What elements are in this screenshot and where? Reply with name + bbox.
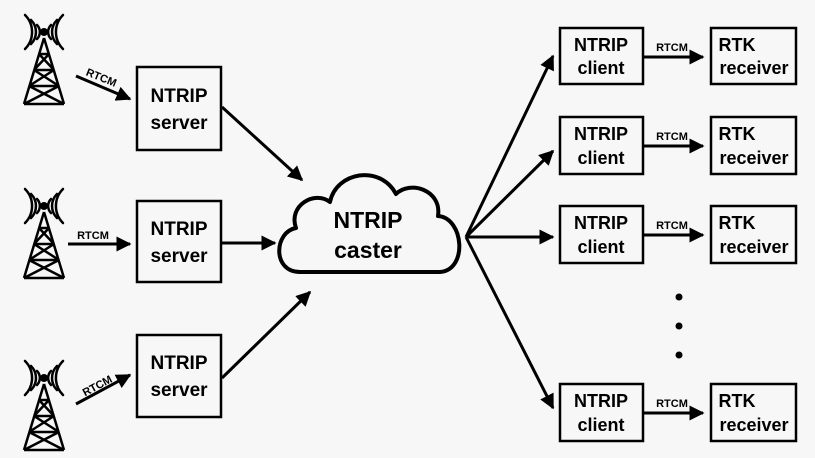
client-label-line2: client: [577, 415, 624, 435]
caster-to-client-arrow: [464, 236, 555, 410]
rtk-receiver-box: RTK receiver: [709, 115, 798, 176]
caster-label-line1: NTRIP: [334, 207, 403, 233]
client-label-line1: NTRIP: [574, 391, 628, 411]
receiver-label-line2: receiver: [719, 58, 788, 78]
ntrip-client-box: NTRIP client: [558, 26, 645, 86]
receiver-label-line1: RTK: [719, 124, 756, 144]
client-label-line2: client: [577, 237, 624, 257]
server-label-line2: server: [150, 113, 208, 134]
ntrip-server-box: NTRIP server: [135, 333, 223, 419]
client-label-line1: NTRIP: [574, 124, 628, 144]
rtcm-label: RTCM: [656, 131, 688, 143]
server-to-caster-arrow: [220, 290, 312, 380]
server-label-line1: NTRIP: [151, 219, 208, 240]
ntrip-client-box: NTRIP client: [558, 204, 645, 265]
ntrip-server-box: NTRIP server: [135, 65, 223, 152]
caster-to-client-arrow: [464, 54, 555, 238]
rtk-receiver-box: RTK receiver: [709, 204, 798, 265]
server-label-line1: NTRIP: [151, 353, 208, 374]
receiver-label-line2: receiver: [719, 148, 788, 168]
client-label-line1: NTRIP: [574, 35, 628, 55]
receiver-label-line1: RTK: [719, 213, 756, 233]
caster-to-client-arrow: [464, 149, 555, 239]
rtk-receiver-box: RTK receiver: [709, 382, 798, 443]
receiver-label-line1: RTK: [719, 35, 756, 55]
rtcm-label: RTCM: [656, 220, 688, 232]
receiver-label-line2: receiver: [719, 237, 788, 257]
rtcm-label: RTCM: [81, 374, 115, 400]
ntrip-client-box: NTRIP client: [558, 382, 645, 443]
radio-tower-icon: [22, 359, 66, 452]
rtcm-label: RTCM: [77, 230, 109, 242]
rtcm-label: RTCM: [656, 42, 688, 54]
radio-tower-icon: [22, 187, 66, 280]
rtcm-arrow: [75, 373, 132, 406]
ntrip-server-box: NTRIP server: [135, 199, 223, 284]
receiver-label-line1: RTK: [719, 391, 756, 411]
caster-label-line2: caster: [334, 237, 402, 263]
ntrip-client-box: NTRIP client: [558, 115, 645, 176]
radio-tower-icon: [22, 13, 66, 106]
server-label-line2: server: [150, 246, 208, 267]
client-label-line1: NTRIP: [574, 213, 628, 233]
rtk-receiver-box: RTK receiver: [709, 26, 798, 86]
more-clients-ellipsis: [675, 293, 683, 359]
server-to-caster-arrow: [220, 105, 304, 182]
receiver-label-line2: receiver: [719, 415, 788, 435]
server-label-line2: server: [150, 380, 208, 401]
client-label-line2: client: [577, 148, 624, 168]
ntrip-caster-cloud: NTRIP caster: [277, 173, 462, 274]
rtcm-label: RTCM: [656, 398, 688, 410]
rtcm-arrow: [75, 74, 132, 101]
client-label-line2: client: [577, 58, 624, 78]
server-label-line1: NTRIP: [151, 86, 208, 107]
